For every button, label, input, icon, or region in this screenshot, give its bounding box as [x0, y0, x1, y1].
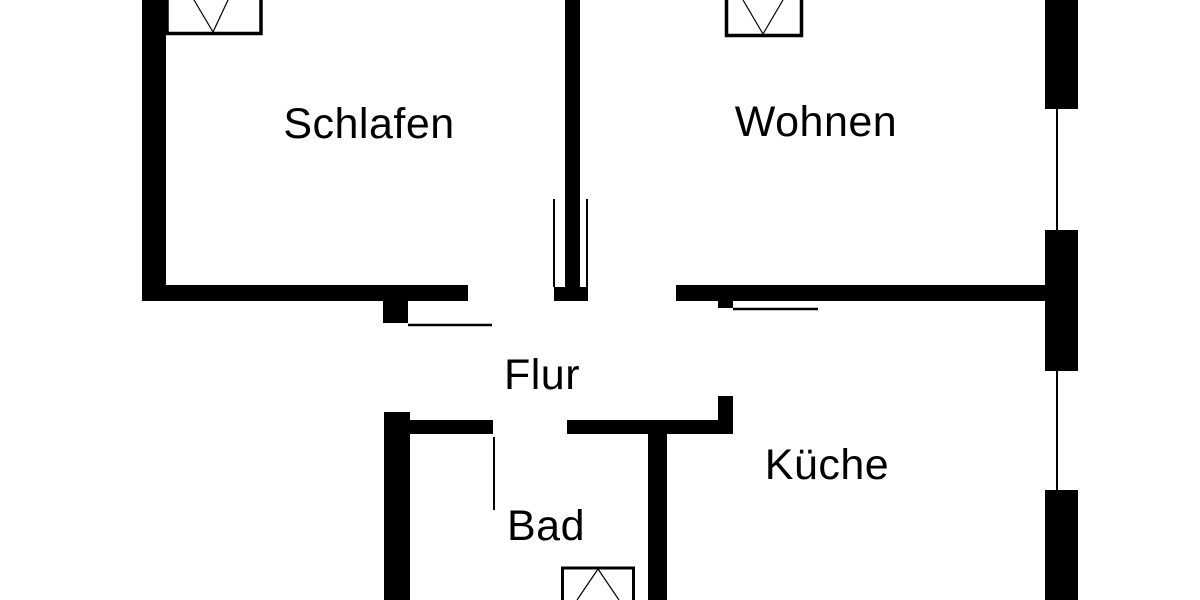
- wall-wohnen-south: [676, 285, 1045, 301]
- wall-right-segment-1: [1045, 0, 1078, 109]
- wall-bad-west: [384, 412, 410, 600]
- wall-right-segment-2: [1045, 230, 1078, 371]
- schlafen-window-icon: [165, 0, 263, 36]
- wall-middle-foot: [554, 287, 588, 301]
- wall-bad-east: [648, 434, 667, 600]
- kueche-door-jamb-bottom: [718, 396, 733, 421]
- kueche-door-jamb-top: [718, 301, 733, 308]
- wall-bad-north-west: [410, 420, 493, 434]
- wall-bad-north-east: [567, 420, 733, 434]
- wall-middle-schlafen-wohnen: [565, 0, 580, 290]
- room-label-kueche: Küche: [764, 441, 890, 489]
- room-label-flur: Flur: [503, 351, 581, 399]
- wall-right-segment-3: [1045, 490, 1078, 600]
- bad-window-icon: [561, 566, 635, 600]
- wall-schlafen-south: [142, 285, 468, 301]
- wohnen-window-icon: [724, 0, 804, 38]
- schlafen-door-jamb: [383, 301, 408, 323]
- room-label-schlafen: Schlafen: [283, 100, 455, 148]
- wall-left: [142, 0, 166, 301]
- room-label-wohnen: Wohnen: [734, 98, 898, 146]
- room-label-bad: Bad: [506, 502, 586, 550]
